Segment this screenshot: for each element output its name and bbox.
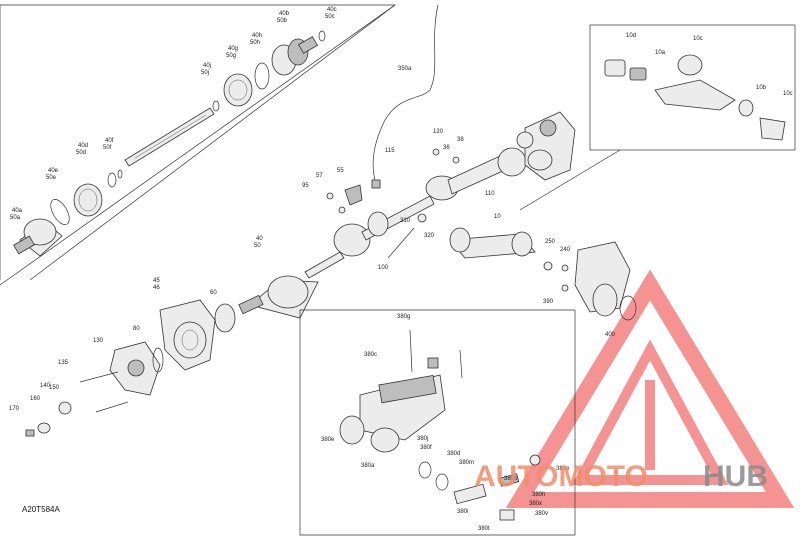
callout-57: 57	[316, 173, 323, 179]
callout-150: 150	[49, 385, 60, 391]
callout-170: 170	[9, 406, 20, 412]
wheel-hub	[25, 341, 164, 437]
callout-380j: 380j	[417, 436, 428, 442]
callout-380a: 380a	[361, 463, 375, 469]
callout-380t: 380t	[478, 526, 490, 532]
callout-240: 240	[560, 247, 571, 253]
watermark-text: AUTOMOTO HUB	[474, 460, 768, 493]
callout-390: 390	[543, 299, 554, 305]
callout-380x: 380x	[529, 501, 542, 507]
callout-130: 130	[93, 338, 104, 344]
callout-80: 80	[133, 326, 140, 332]
callout-250: 250	[545, 239, 556, 245]
callout-380m: 380m	[459, 460, 474, 466]
watermark-secondary: HUB	[703, 460, 768, 493]
callout-380g: 380g	[397, 314, 410, 320]
callout-36: 36	[443, 145, 450, 151]
inset-shaft	[13, 30, 326, 257]
callout-100: 100	[378, 265, 389, 271]
callout-10c-b: 10c	[783, 91, 793, 97]
callout-350a: 350a	[398, 66, 412, 72]
callout-10d: 10d	[626, 33, 636, 39]
callout-380f: 380f	[420, 445, 432, 451]
callout-10c-a: 10c	[693, 36, 703, 42]
gearbox-inset	[299, 309, 576, 536]
callout-38: 38	[457, 137, 464, 143]
callout-380v: 380v	[535, 511, 548, 517]
callout-380c: 380c	[364, 352, 377, 358]
callout-140: 140	[40, 383, 51, 389]
ujoint-inset	[519, 24, 796, 211]
lower-knuckle	[159, 299, 236, 371]
callout-380e2: 380e	[556, 466, 570, 472]
callout-320: 320	[424, 233, 435, 239]
callout-380d: 380d	[447, 451, 460, 457]
propeller-shaft	[449, 227, 553, 271]
callout-10: 10	[494, 214, 501, 220]
watermark-logo	[505, 269, 795, 508]
upper-knuckle	[516, 111, 576, 181]
shaft-inset-frame	[0, 4, 397, 286]
callout-380b: 380b	[504, 476, 518, 482]
main-drive-shaft	[238, 147, 527, 319]
callout-110: 110	[485, 191, 495, 197]
callout-380e: 380e	[321, 437, 335, 443]
drawing-code: A20T584A	[22, 505, 60, 514]
callout-120: 120	[433, 129, 444, 135]
cable-350a	[371, 4, 439, 189]
callout-10a: 10a	[655, 50, 666, 56]
callout-60: 60	[210, 290, 217, 296]
front-gearbox	[561, 241, 637, 321]
callout-135: 135	[58, 360, 69, 366]
center-fasteners	[326, 148, 460, 259]
callout-55: 55	[337, 168, 344, 174]
callout-380i: 380i	[457, 509, 468, 515]
callout-160: 160	[30, 396, 41, 402]
callout-400: 400	[605, 332, 616, 338]
callout-10b: 10b	[756, 85, 767, 91]
watermark-primary: AUTOMOTO	[474, 460, 648, 493]
callout-95: 95	[302, 183, 309, 189]
callout-380h: 380h	[532, 492, 545, 498]
callout-310: 310	[400, 218, 411, 224]
callout-115: 115	[385, 148, 395, 154]
